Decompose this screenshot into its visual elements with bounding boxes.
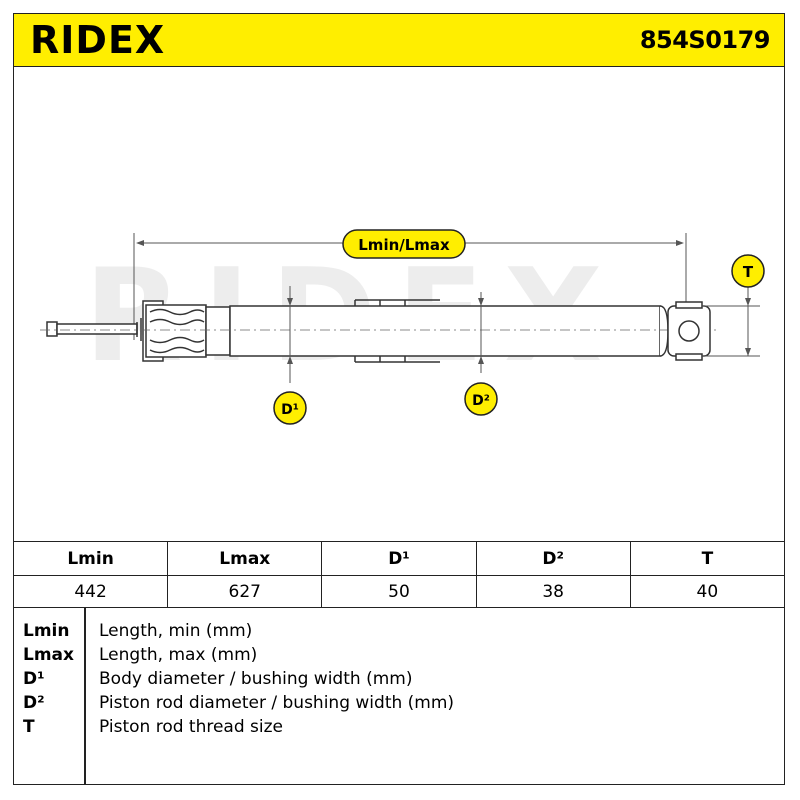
d1-callout-label: D¹ [281,402,299,418]
table-header-cell: D² [475,541,631,576]
table-cell: 40 [629,575,786,608]
shock-body [142,299,669,363]
table-cell: 442 [12,575,169,608]
legend-desc: Length, min (mm) [99,621,253,641]
legend-item: Lmin Length, min (mm) [13,620,785,644]
legend-key: T [23,717,35,737]
legend-key: Lmin [23,621,70,641]
length-callout: Lmin/Lmax [342,229,466,259]
d2-callout-label: D² [472,393,490,409]
t-callout-label: T [743,263,754,281]
diameter-dimensions [287,286,484,383]
part-number: 854S0179 [639,26,771,54]
d2-callout: D² [464,382,498,416]
legend-item: T Piston rod thread size [13,716,785,740]
legend-item: Lmax Length, max (mm) [13,644,785,668]
table-row: 442 627 50 38 40 [12,575,786,608]
legend-key: D² [23,693,45,713]
table-header-cell: Lmax [167,541,323,576]
table-header-cell: D¹ [321,541,477,576]
header-bar: RIDEX 854S0179 [13,13,785,67]
legend-item: D¹ Body diameter / bushing width (mm) [13,668,785,692]
d1-callout: D¹ [273,391,307,425]
legend-key: Lmax [23,645,74,665]
eye-bushing [667,301,711,361]
table-header-cell: T [629,541,786,576]
length-callout-label: Lmin/Lmax [358,236,450,254]
legend-desc: Body diameter / bushing width (mm) [99,669,413,689]
table-header-row: Lmin Lmax D¹ D² T [12,541,786,576]
legend-item: D² Piston rod diameter / bushing width (… [13,692,785,716]
t-dimension [702,286,760,357]
t-callout: T [731,254,765,288]
legend-desc: Piston rod thread size [99,717,284,737]
table-cell: 50 [321,575,477,608]
legend-key: D¹ [23,669,45,689]
legend-divider [84,607,86,785]
table-cell: 627 [167,575,323,608]
dimensions-table: Lmin Lmax D¹ D² T 442 627 50 38 40 [12,541,786,608]
table-header-cell: Lmin [12,541,169,576]
legend: Lmin Length, min (mm) Lmax Length, max (… [13,607,785,785]
brand-logo: RIDEX [30,18,166,62]
piston-rod [46,318,142,341]
legend-desc: Piston rod diameter / bushing width (mm) [99,693,455,713]
table-cell: 38 [475,575,631,608]
legend-desc: Length, max (mm) [99,645,258,665]
